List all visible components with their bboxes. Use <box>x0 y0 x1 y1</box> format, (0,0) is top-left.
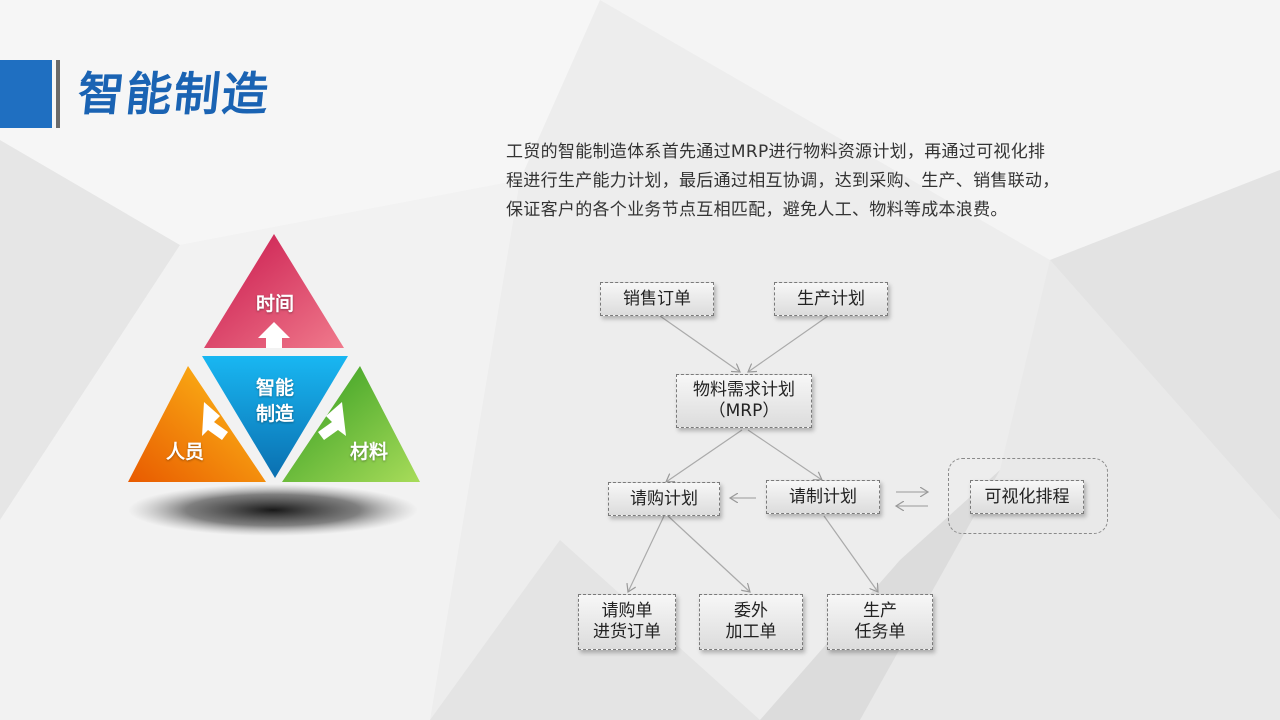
triangle-graphic <box>128 234 420 536</box>
node-visual-scheduling-label: 可视化排程 <box>984 486 1070 507</box>
connector-mrp-to-purchase <box>666 429 743 482</box>
triangle-top-time <box>204 234 344 348</box>
node-sales-order: 销售订单 <box>600 282 714 316</box>
page-title: 智能制造 <box>75 67 273 121</box>
description-line-2: 程进行生产能力计划，最后通过相互协调，达到采购、生产、销售联动， <box>506 171 1060 191</box>
node-mrp: 物料需求计划 （MRP） <box>676 374 812 428</box>
node-purchase-order-label-2: 进货订单 <box>593 622 661 642</box>
node-outsource-order-label-2: 加工单 <box>725 622 777 642</box>
triangle-right-material <box>282 366 420 482</box>
triangle-label-center-2: 制造 <box>255 403 294 425</box>
node-production-task: 生产 任务单 <box>827 594 933 650</box>
node-purchase-plan: 请购计划 <box>608 482 720 516</box>
node-visual-scheduling: 可视化排程 <box>970 480 1084 514</box>
connector-production-to-mrp <box>748 315 829 372</box>
connector-purchase-to-po <box>628 515 665 592</box>
node-sales-order-label: 销售订单 <box>623 288 691 309</box>
triangle-label-center-1: 智能 <box>255 377 294 399</box>
description-line-1: 工贸的智能制造体系首先通过MRP进行物料资源计划，再通过可视化排 <box>506 142 1046 162</box>
description-line-3: 保证客户的各个业务节点互相匹配，避免人工、物料等成本浪费。 <box>506 200 1008 220</box>
connector-purchase-to-outsource <box>667 515 750 592</box>
description-text: 工贸的智能制造体系首先通过MRP进行物料资源计划，再通过可视化排 程进行生产能力… <box>506 138 1106 225</box>
smart-manufacturing-triangle: 时间 智能 制造 人员 材料 <box>120 226 430 546</box>
triangle-label-left: 人员 <box>165 441 204 463</box>
arrow-up-icon <box>258 322 290 348</box>
node-purchase-order: 请购单 进货订单 <box>578 594 676 650</box>
flowchart-connectors <box>560 315 1120 670</box>
node-production-task-label-2: 任务单 <box>854 622 906 642</box>
mrp-flowchart: 销售订单 生产计划 物料需求计划 （MRP） 请购计划 请制计划 可视化排程 请… <box>560 270 1120 670</box>
connector-sales-to-mrp <box>659 315 740 372</box>
node-purchase-order-label-1: 请购单 <box>601 601 653 621</box>
visual-scheduling-group <box>948 458 1108 534</box>
node-production-plan: 生产计划 <box>774 282 888 316</box>
arrow-right-icon <box>318 402 346 440</box>
node-production-plan-label: 生产计划 <box>797 288 865 309</box>
triangle-shadow <box>128 484 418 536</box>
triangle-label-right: 材料 <box>349 441 388 463</box>
triangle-center-smart <box>202 356 348 478</box>
arrow-left-icon <box>202 402 228 440</box>
connector-make-to-task <box>823 515 878 592</box>
node-production-task-label-1: 生产 <box>863 601 897 621</box>
title-accent-bar <box>0 60 52 128</box>
node-outsource-order-label-1: 委外 <box>734 601 768 621</box>
node-purchase-plan-label: 请购计划 <box>630 488 698 509</box>
triangle-label-top: 时间 <box>255 293 294 315</box>
node-make-plan: 请制计划 <box>766 480 880 514</box>
node-outsource-order: 委外 加工单 <box>699 594 803 650</box>
connector-mrp-to-make <box>747 429 822 480</box>
title-divider <box>56 60 60 128</box>
node-make-plan-label: 请制计划 <box>789 486 857 507</box>
triangle-left-people <box>128 366 266 482</box>
node-mrp-label-1: 物料需求计划 <box>693 380 795 400</box>
node-mrp-label-2: （MRP） <box>708 401 780 421</box>
